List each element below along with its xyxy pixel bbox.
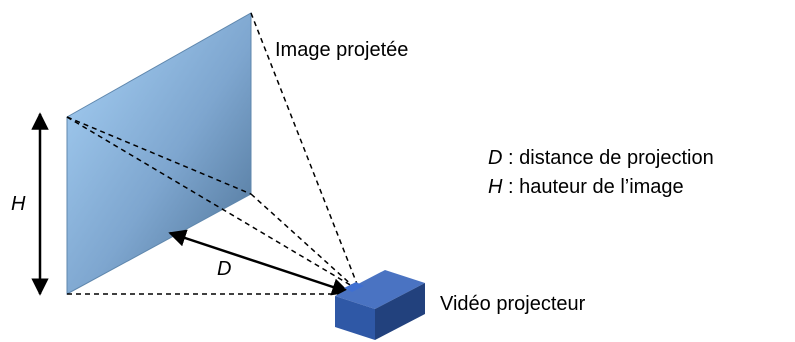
legend-height-text: : hauteur de l’image	[502, 176, 683, 198]
projector-side-face	[375, 283, 425, 340]
height-symbol-label: H	[11, 193, 26, 215]
distance-arrow	[168, 229, 350, 296]
legend: D : distance de projection H : hauteur d…	[488, 147, 714, 198]
distance-symbol-label: D	[217, 258, 231, 280]
legend-item-height: H : hauteur de l’image	[488, 176, 684, 198]
projection-ray-top	[250, 12, 358, 285]
projector-lens	[344, 282, 364, 292]
legend-item-distance: D : distance de projection	[488, 147, 714, 169]
projector-label: Vidéo projecteur	[440, 293, 586, 315]
legend-distance-text: : distance de projection	[502, 147, 713, 169]
projector-front-face	[335, 296, 375, 340]
image-label: Image projetée	[275, 39, 408, 61]
legend-height-symbol: H	[488, 176, 503, 198]
screen-diagonal-line	[66, 116, 252, 195]
video-projector	[335, 270, 425, 340]
projection-ray-upper-left	[66, 116, 353, 287]
legend-distance-symbol: D	[488, 147, 502, 169]
projector-top-face	[335, 270, 425, 309]
